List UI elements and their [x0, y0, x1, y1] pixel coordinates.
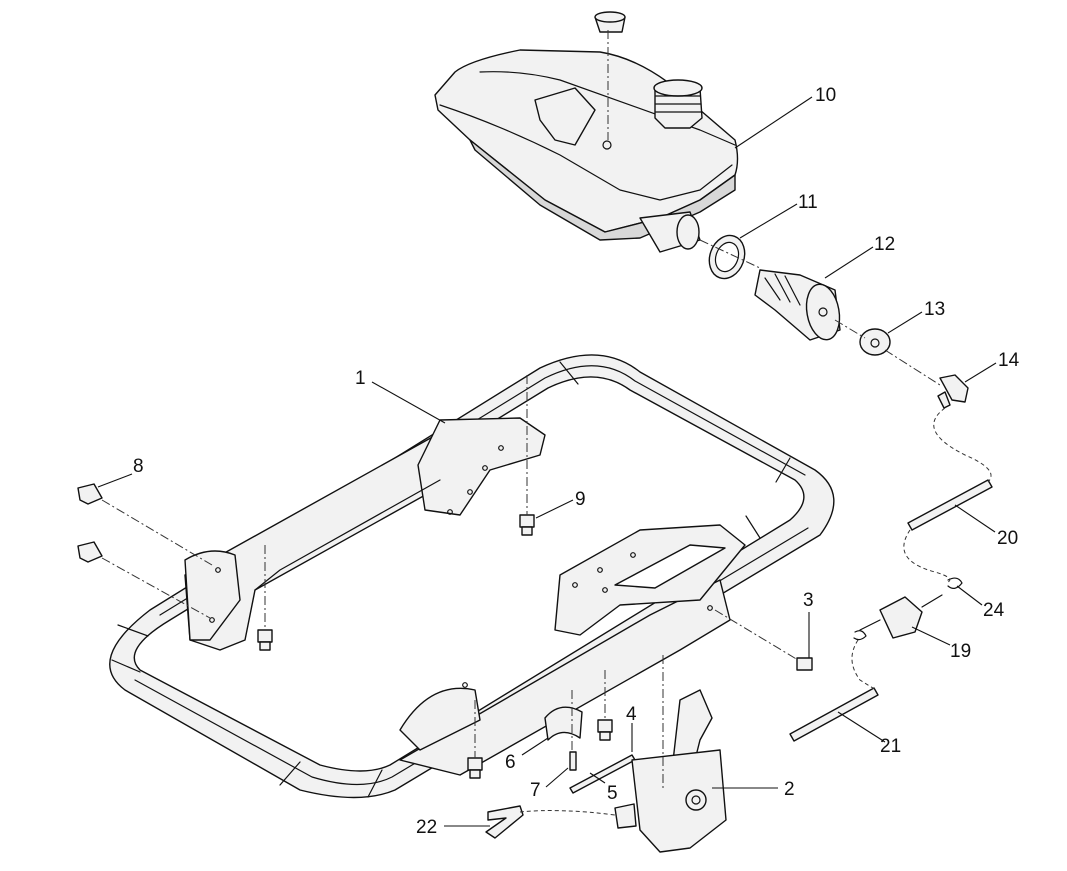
screw-7-part — [569, 751, 577, 771]
callout-20: 20 — [997, 528, 1018, 549]
callout-24: 24 — [983, 600, 1005, 621]
callout-9: 9 — [575, 489, 586, 510]
bolt-left — [257, 629, 273, 651]
bolt-center — [597, 719, 613, 741]
hose-clamp-24 — [947, 577, 963, 589]
bolt-8-lower — [77, 541, 103, 563]
bushing-part — [859, 328, 891, 356]
callout-8: 8 — [133, 456, 144, 477]
bolt-3 — [796, 657, 813, 671]
clamp-6-part — [544, 706, 583, 741]
fuel-valve-part — [754, 269, 841, 341]
hose-22-part — [485, 805, 524, 839]
hose-21-part — [789, 687, 879, 742]
callout-12: 12 — [874, 234, 895, 255]
callout-22: 22 — [416, 817, 437, 838]
hose-clamp-19 — [853, 630, 867, 641]
callout-21: 21 — [880, 736, 901, 757]
bracket-part — [614, 689, 727, 853]
bolt-8-upper — [77, 483, 103, 505]
callout-10: 10 — [815, 85, 836, 106]
callouts: 1 2 3 4 5 6 7 8 9 10 11 12 13 14 19 20 2… — [133, 85, 1020, 838]
callout-3: 3 — [803, 590, 814, 611]
callout-7: 7 — [530, 780, 541, 801]
frame-part — [109, 354, 835, 799]
elbow-fitting-part — [937, 374, 969, 409]
fuel-tank-part — [434, 11, 739, 253]
callout-13: 13 — [924, 299, 945, 320]
assembly-lines — [101, 30, 992, 816]
callout-5: 5 — [607, 783, 618, 804]
callout-1: 1 — [355, 368, 366, 389]
callout-19: 19 — [950, 641, 971, 662]
rod-5-part — [569, 754, 636, 794]
callout-14: 14 — [998, 350, 1020, 371]
gasket-part — [708, 234, 746, 280]
callout-11: 11 — [798, 192, 818, 213]
hose-20-part — [907, 479, 993, 531]
bolt-9 — [519, 514, 535, 536]
leader-lines — [97, 96, 997, 827]
callout-2: 2 — [784, 779, 795, 800]
callout-6: 6 — [505, 752, 516, 773]
bolt-lower — [467, 757, 483, 779]
callout-4: 4 — [626, 704, 637, 725]
fuel-filter-part — [859, 594, 943, 639]
